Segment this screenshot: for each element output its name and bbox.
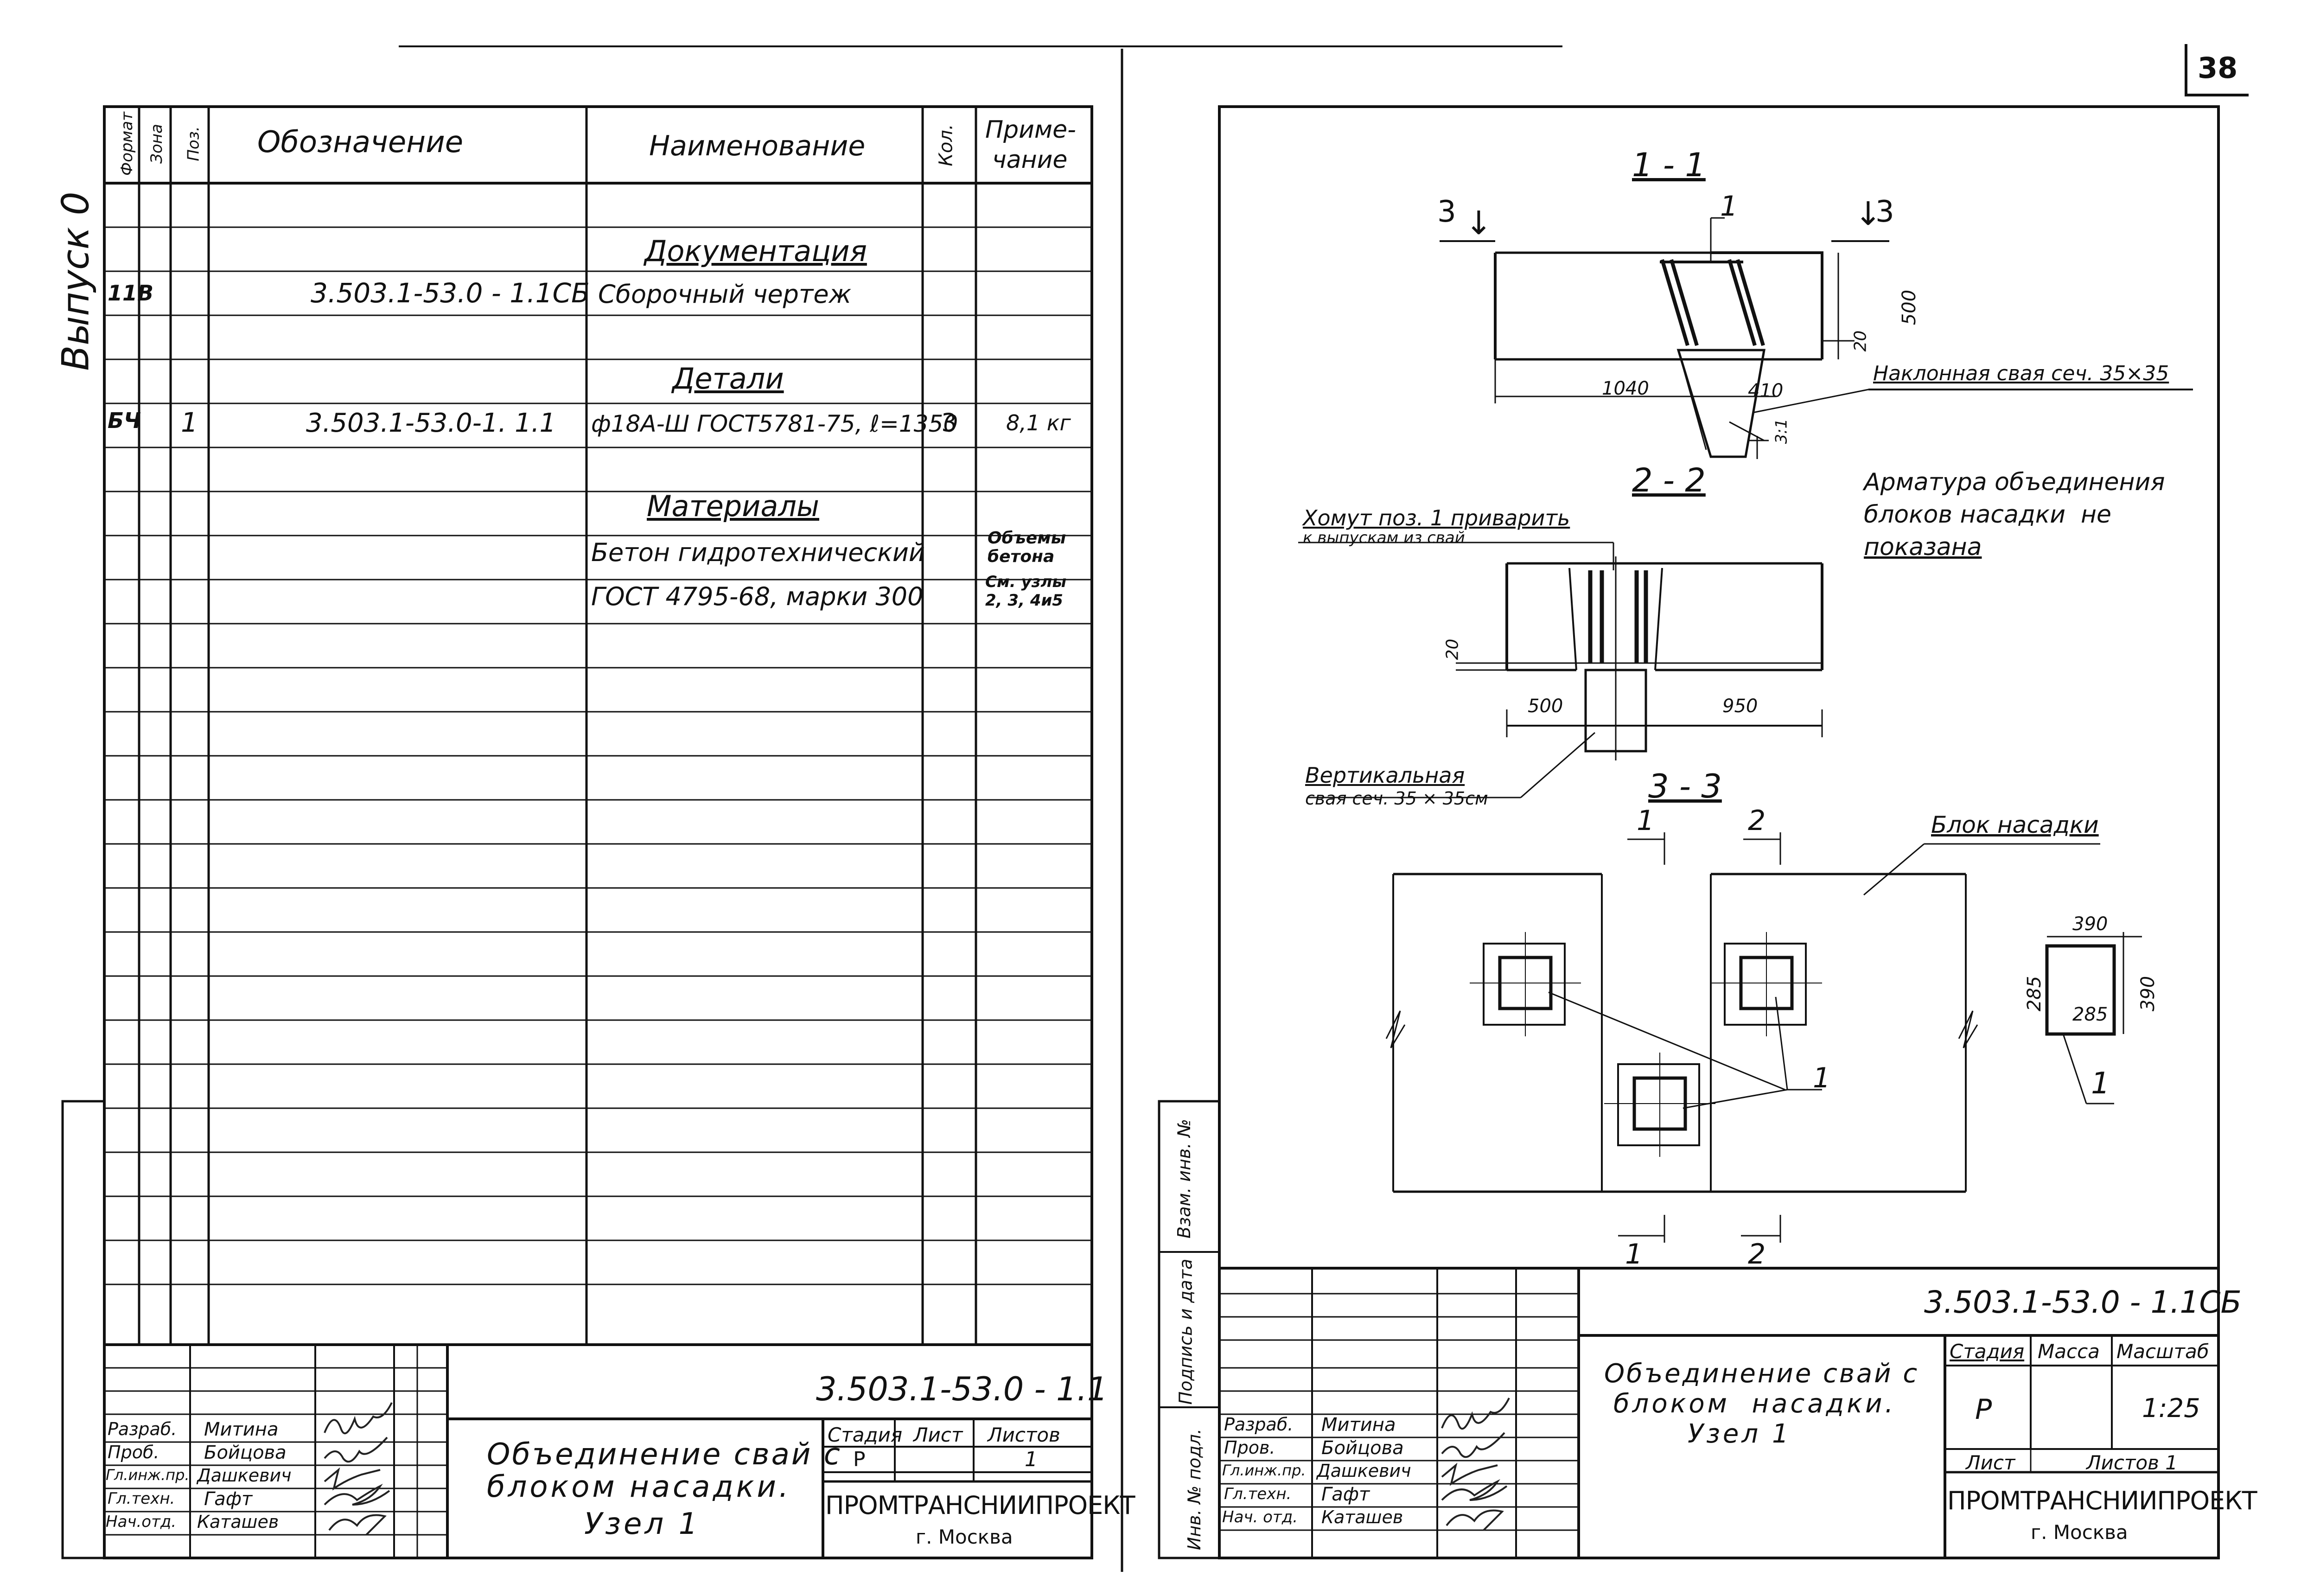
- page-number: 38: [2198, 51, 2238, 85]
- person-role: Пров.: [1224, 1437, 1275, 1458]
- mass-label: Масса: [2038, 1340, 2100, 1363]
- person-name: Каташев: [197, 1512, 279, 1532]
- inclined-pile-callout: Наклонная свая сеч. 35×35: [1873, 362, 2169, 385]
- section-documentation: Документация: [644, 234, 867, 268]
- person-name: Бойцова: [204, 1442, 287, 1463]
- title-block-title-line: Объединение свай с: [487, 1437, 842, 1472]
- dim-950: 950: [1722, 696, 1758, 717]
- vertical-pile-callout: Вертикальная: [1305, 763, 1465, 788]
- position-label: 1: [1813, 1062, 1831, 1094]
- header-designation: Обозначение: [257, 125, 464, 160]
- sheet-label: Лист: [1966, 1451, 2015, 1474]
- person-name: Дашкевич: [197, 1465, 292, 1486]
- sheets-label: Листов: [988, 1424, 1060, 1446]
- title-block-title-line: Узел 1: [584, 1507, 701, 1541]
- row-format: БЧ: [108, 408, 141, 433]
- cut-label: 3: [1437, 195, 1456, 229]
- person-role: Проб.: [108, 1442, 159, 1462]
- row-name: Бетон гидротехнический: [591, 538, 925, 567]
- person-name: Дашкевич: [1317, 1461, 1411, 1481]
- cut-label: 2: [1748, 804, 1766, 837]
- person-name: Митина: [204, 1419, 279, 1440]
- cut-label: 2: [1748, 1238, 1766, 1270]
- detail-dim: 390: [2072, 913, 2108, 935]
- title-block-code: 3.503.1-53.0 - 1.1: [816, 1370, 1108, 1408]
- person-role: Гл.инж.пр.: [106, 1466, 190, 1484]
- scale-value: 1:25: [2142, 1393, 2200, 1424]
- detail-dim: 285: [2072, 1004, 2108, 1025]
- row-format: 11В: [108, 281, 154, 306]
- person-name: Митина: [1321, 1414, 1396, 1436]
- person-role: Гл.инж.пр.: [1222, 1462, 1306, 1479]
- stage-value: Р: [853, 1448, 866, 1471]
- dim-1040: 1040: [1602, 378, 1649, 399]
- stage-label: Стадия: [1950, 1340, 2025, 1363]
- city: г. Москва: [916, 1526, 1013, 1548]
- person-role: Нач. отд.: [1222, 1508, 1298, 1526]
- note-line: блоков насадки не: [1864, 501, 2112, 529]
- scale-label: Масштаб: [2116, 1340, 2209, 1363]
- organization: ПРОМТРАНСНИИПРОЕКТ: [825, 1491, 1135, 1520]
- header-name: Наименование: [649, 130, 866, 162]
- organization: ПРОМТРАНСНИИПРОЕКТ: [1947, 1486, 2257, 1515]
- header-note-2: чание: [992, 146, 1068, 174]
- person-role: Разраб.: [1224, 1414, 1294, 1435]
- person-role: Разраб.: [108, 1419, 177, 1439]
- stage-label: Стадия: [828, 1424, 903, 1446]
- person-name: Гафт: [204, 1488, 253, 1510]
- position-label: 1: [2091, 1066, 2110, 1101]
- row-note: 8,1 кг: [1006, 410, 1071, 435]
- row-name: ГОСТ 4795-68, марки 300: [591, 582, 924, 611]
- title-block-title-line: Узел 1: [1688, 1419, 1791, 1449]
- title-block-code: 3.503.1-53.0 - 1.1СБ: [1924, 1284, 2242, 1320]
- row-note: Объемы: [988, 529, 1066, 548]
- person-name: Бойцова: [1321, 1437, 1404, 1459]
- section-title-3-3: 3 - 3: [1648, 767, 1722, 805]
- title-block-title-line: блоком насадки.: [487, 1470, 791, 1504]
- cut-label: 3: [1875, 195, 1894, 229]
- person-role: Гл.техн.: [1224, 1485, 1292, 1503]
- row-name: Сборочный чертеж: [598, 280, 852, 309]
- clamp-callout: Хомут поз. 1 приварить: [1303, 505, 1570, 530]
- sheet-label: Лист: [913, 1424, 963, 1446]
- stage-value: Р: [1975, 1393, 1992, 1426]
- person-role: Гл.техн.: [108, 1489, 175, 1508]
- cut-label: 1: [1625, 1238, 1643, 1270]
- header-note-1: Приме-: [985, 116, 1076, 144]
- vertical-pile-callout-2: свая сеч. 35 × 35см: [1305, 788, 1488, 809]
- section-title-2-2: 2 - 2: [1632, 461, 1706, 499]
- person-name: Гафт: [1321, 1484, 1370, 1505]
- cut-label: 1: [1637, 804, 1655, 837]
- row-note: бетона: [988, 547, 1055, 566]
- person-role: Нач.отд.: [106, 1513, 177, 1531]
- sheets-value: 1: [1025, 1448, 1038, 1471]
- position-label: 1: [1720, 190, 1738, 223]
- dim-410: 410: [1748, 380, 1784, 402]
- row-pos: 1: [181, 407, 198, 438]
- row-name: ф18А-Ш ГОСТ5781-75, ℓ=1350: [591, 410, 958, 437]
- row-note: 2, 3, 4и5: [985, 591, 1063, 610]
- title-block-title-line: Объединение свай с: [1604, 1359, 1919, 1389]
- cut-arrow-icon: ↓: [1465, 204, 1492, 242]
- section-materials: Материалы: [647, 489, 819, 523]
- row-note: См. узлы: [985, 573, 1067, 591]
- dim-500: 500: [1528, 696, 1563, 717]
- sheets-label: Листов 1: [2086, 1451, 2178, 1474]
- city: г. Москва: [2031, 1521, 2128, 1544]
- block-callout: Блок насадки: [1931, 811, 2099, 838]
- row-designation: 3.503.1-53.0-1. 1.1: [306, 408, 556, 438]
- title-block-title-line: блоком насадки.: [1613, 1389, 1896, 1419]
- row-designation: 3.503.1-53.0 - 1.1СБ: [311, 277, 590, 309]
- cut-arrow-icon: ↓: [1855, 195, 1882, 233]
- section-title-1-1: 1 - 1: [1632, 146, 1706, 184]
- row-qty: 3: [941, 408, 957, 437]
- note-line: показана: [1864, 533, 1982, 561]
- person-name: Каташев: [1321, 1507, 1403, 1527]
- note-line: Арматура объединения: [1864, 468, 2165, 496]
- section-details: Детали: [672, 362, 784, 396]
- clamp-callout-2: к выпускам из свай: [1303, 529, 1465, 547]
